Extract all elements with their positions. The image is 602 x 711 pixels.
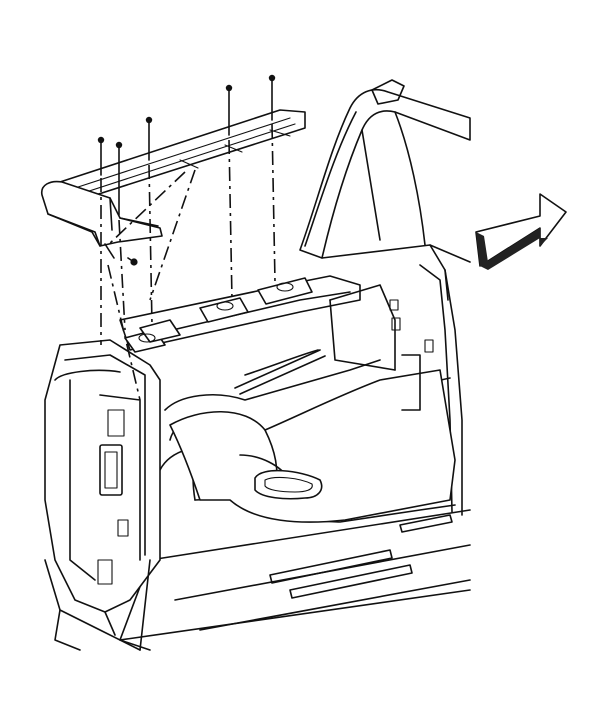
vehicle-body [44,79,471,651]
screw-icon [97,136,105,176]
screw-icon [145,116,153,161]
retainer-clips [124,277,313,353]
screw-icon [104,243,115,259]
rear-trim-molding [51,109,306,201]
fastener-screws [97,74,276,266]
corner-cap [40,180,163,247]
arrow-right-icon [475,193,567,267]
screw-icon [115,141,123,216]
screw-icon [225,84,233,136]
screw-icon [127,257,138,266]
front-direction-arrow [475,193,567,270]
alignment-lines [100,123,276,401]
screw-icon [268,74,276,121]
